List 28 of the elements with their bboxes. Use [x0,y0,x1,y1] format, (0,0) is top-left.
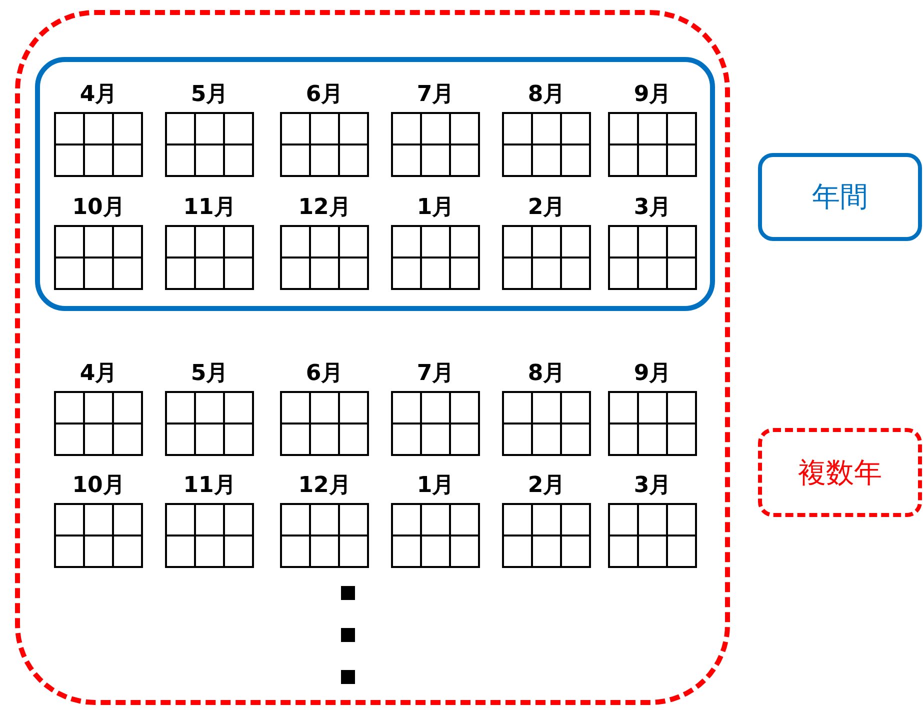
month-label: 10月 [71,194,126,222]
month-label: 4月 [78,81,118,109]
month-label: 10月 [71,472,126,500]
month-label: 11月 [182,472,237,500]
dashed-frame [15,10,730,705]
month-label: 9月 [632,81,672,109]
month-label: 8月 [526,360,566,388]
month-label: 6月 [304,360,344,388]
month-label: 2月 [526,194,566,222]
month-label: 4月 [78,360,118,388]
month-label: 3月 [632,194,672,222]
month-label: 11月 [182,194,237,222]
month-label: 1月 [416,194,456,222]
month-label: 1月 [416,472,456,500]
tag-box: 年間 [758,153,922,241]
month-label: 5月 [190,81,230,109]
month-label: 6月 [304,81,344,109]
month-label: 12月 [297,194,352,222]
month-label: 3月 [632,472,672,500]
month-label: 2月 [526,472,566,500]
month-label: 8月 [526,81,566,109]
month-label: 5月 [190,360,230,388]
month-label: 7月 [416,360,456,388]
month-label: 9月 [632,360,672,388]
month-label: 12月 [297,472,352,500]
year-frame [35,57,715,311]
tag-box: 複数年 [758,428,922,517]
month-label: 7月 [416,81,456,109]
